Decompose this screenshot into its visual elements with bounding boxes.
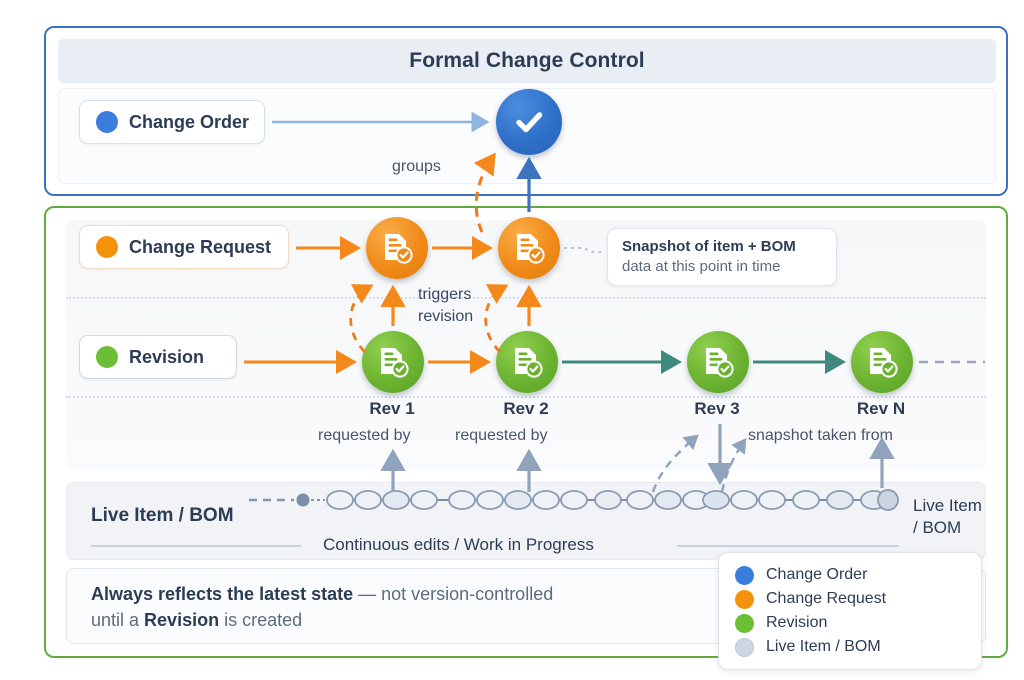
snapshot-callout: Snapshot of item + BOM data at this poin… (607, 228, 837, 286)
legend-item-change-order: Change Order (735, 563, 965, 587)
legend-dot-live-item (735, 637, 754, 657)
wip-rule-right (677, 545, 899, 547)
legend-label-change-request: Change Request (766, 590, 887, 607)
legend-dot-change-request (735, 589, 754, 609)
change-request-node-1[interactable] (366, 217, 428, 279)
annotation-revision: revision (418, 308, 474, 325)
legend-label-live-item: Live Item / BOM (766, 638, 881, 655)
revision-node-3[interactable] (687, 331, 749, 393)
note-plain-1: — not version-controlled (353, 584, 554, 604)
row-separator-1 (66, 297, 986, 299)
wip-rule-left (91, 545, 301, 547)
revision-label-3: Rev 3 (694, 399, 740, 418)
pill-label-change-order: Change Order (129, 111, 250, 132)
snapshot-line-1: Snapshot of item + BOM (622, 238, 796, 255)
blue-dot-icon (96, 111, 118, 133)
live-item-label: Live Item / BOM (91, 505, 234, 526)
legend-pill-revision[interactable]: Revision (79, 335, 237, 379)
revision-node-1[interactable] (362, 331, 424, 393)
revision-label-n: Rev N (856, 399, 906, 418)
pill-label-change-request: Change Request (129, 236, 272, 257)
change-request-node-2[interactable] (498, 217, 560, 279)
legend-pill-change-order[interactable]: Change Order (79, 100, 265, 144)
document-check-icon (517, 234, 545, 264)
document-check-icon (381, 348, 409, 378)
legend-pill-change-request[interactable]: Change Request (79, 225, 289, 269)
legend-label-change-order: Change Order (766, 566, 868, 583)
legend-item-live-item: Live Item / BOM (735, 635, 965, 659)
annotation-triggers: triggers (418, 286, 472, 303)
revision-label-2: Rev 2 (503, 399, 549, 418)
document-check-icon (870, 348, 898, 378)
revision-label-1: Rev 1 (369, 399, 415, 418)
note-bold-2: Revision (144, 610, 220, 630)
legend-dot-revision (735, 613, 754, 633)
legend-item-change-request: Change Request (735, 587, 965, 611)
orange-dot-icon (96, 236, 118, 258)
note-plain-3: is created (219, 610, 303, 630)
legend-label-revision: Revision (766, 614, 828, 631)
document-check-icon (706, 348, 734, 378)
pill-label-revision: Revision (129, 346, 205, 367)
check-circle-icon (516, 112, 543, 133)
panel-header: Formal Change Control (58, 39, 996, 83)
legend-item-revision: Revision (735, 611, 965, 635)
note-text: Always reflects the latest state — not v… (91, 581, 711, 633)
note-bold-1: Always reflects the latest state (91, 584, 354, 604)
live-item-band: Live Item / BOM Live Item / BOM Continuo… (66, 482, 986, 560)
live-item-right-label: Live Item / BOM (913, 496, 982, 537)
revision-node-2[interactable] (496, 331, 558, 393)
snapshot-line-2: data at this point in time (622, 258, 781, 275)
green-dot-icon (96, 346, 118, 368)
legend-dot-change-order (735, 565, 754, 585)
note-plain-2: until a (91, 610, 145, 630)
change-order-node[interactable] (496, 89, 562, 155)
document-check-icon (515, 348, 543, 378)
document-check-icon (385, 234, 413, 264)
legend-box: Change Order Change Request Revision Liv… (718, 552, 982, 670)
page-title: Formal Change Control (409, 49, 645, 72)
annotation-requested-by-2: requested by (455, 427, 548, 444)
annotation-requested-by-1: requested by (318, 427, 411, 444)
annotation-groups: groups (392, 158, 441, 175)
revision-node-n[interactable] (851, 331, 913, 393)
annotation-snapshot-taken-from: snapshot taken from (748, 427, 893, 444)
wip-caption: Continuous edits / Work in Progress (323, 535, 594, 554)
row-separator-2 (66, 396, 986, 398)
